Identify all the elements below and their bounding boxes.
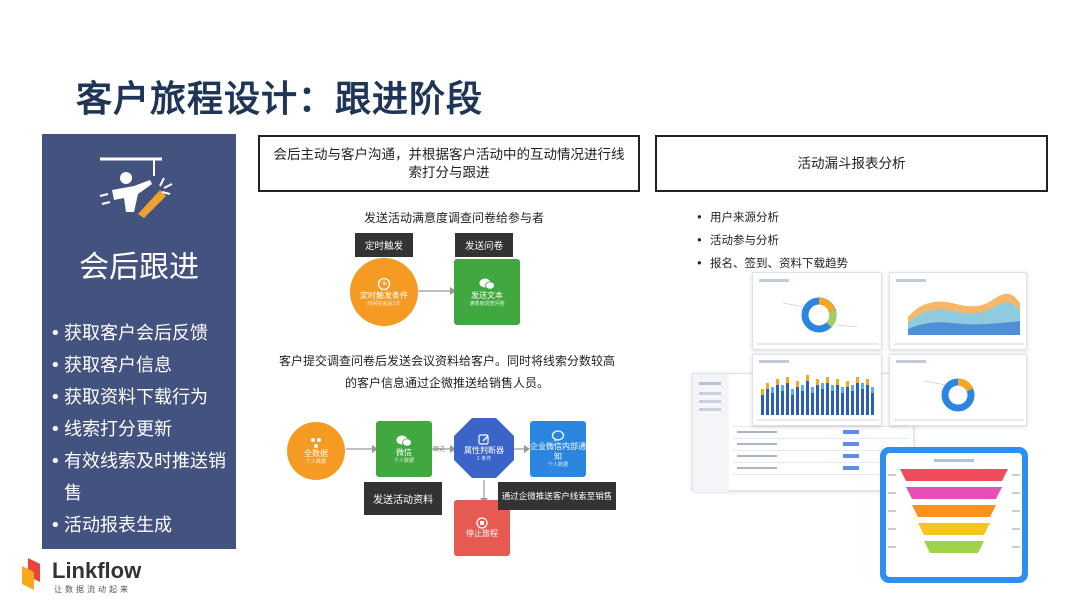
followup-description-box: 会后主动与客户沟通，并根据客户活动中的互动情况进行线索打分与跟进 <box>258 135 640 192</box>
bar-chart-screenshot <box>752 354 882 426</box>
flow1-trigger-node[interactable]: 定时触发条件 时间在会后2天 <box>350 258 418 326</box>
flow1-tag-trigger: 定时触发 <box>355 233 413 257</box>
flow1-arrow <box>418 287 456 295</box>
sidebar-heading: 会后跟进 <box>79 250 199 285</box>
funnel-chart-frame <box>880 447 1028 583</box>
chat-icon <box>551 429 565 441</box>
flow2-tag-wecom-push: 通过企微推送客户线索至销售 <box>498 482 616 510</box>
presenter-icon <box>94 156 184 228</box>
linkflow-logo-mark <box>22 558 40 590</box>
analysis-item: •用户来源分析 <box>696 210 779 224</box>
sidebar-panel: 会后跟进 •获取客户会后反馈 •获取客户信息 •获取资料下载行为 •线索打分更新… <box>42 134 236 549</box>
funnel-chart <box>886 453 1022 577</box>
wechat-icon <box>479 278 495 289</box>
flow-description: 客户提交调查问卷后发送会议资料给客户。同时将线索分数较高 的客户信息通过企微推送… <box>278 354 615 390</box>
nodes-icon <box>311 437 321 448</box>
funnel-report-box: 活动漏斗报表分析 <box>655 135 1048 192</box>
clock-icon <box>377 277 391 290</box>
flow2-wechat-node[interactable]: 微信 个人数据 <box>376 421 432 477</box>
sidebar-list: •获取客户会后反馈 •获取客户信息 •获取资料下载行为 •线索打分更新 •有效线… <box>50 318 234 542</box>
wechat-icon <box>396 435 412 446</box>
sidebar-item: •获取客户信息 <box>50 355 172 376</box>
linkflow-logo: Linkflow 让数据流动起来 <box>16 556 166 600</box>
donut-screenshot-2 <box>889 354 1027 426</box>
analysis-list: •用户来源分析 •活动参与分析 •报名、签到、资料下载趋势 <box>696 206 848 275</box>
sidebar-item-continuation: 售 <box>64 483 82 504</box>
flow1-subtitle: 发送活动满意度调查问卷给参与者 <box>364 211 545 225</box>
sidebar-item: •有效线索及时推送销 <box>50 451 226 472</box>
flow2-wecom-notify-node[interactable]: 企业微信内部通知 个人数据 <box>530 421 586 477</box>
flow2-edge-label: 跟进 <box>433 446 446 453</box>
sidebar-item: •活动报表生成 <box>50 515 172 536</box>
edit-icon <box>478 433 489 445</box>
analysis-item: •活动参与分析 <box>696 233 779 247</box>
flow2-tag-send-material: 发送活动资料 <box>364 482 442 515</box>
stop-icon <box>476 517 488 529</box>
flow1-tag-send: 发送问卷 <box>455 233 513 257</box>
area-chart-screenshot <box>889 272 1027 350</box>
donut-screenshot-1 <box>752 272 882 350</box>
flow2-condition-node[interactable]: 属性判断器 1 条件 <box>454 418 514 478</box>
sidebar-item: •获取资料下载行为 <box>50 387 208 408</box>
sidebar-item: •获取客户会后反馈 <box>50 323 208 344</box>
sidebar-item: •线索打分更新 <box>50 419 172 440</box>
flow2-all-data-node[interactable]: 全数据 个人数据 <box>287 422 345 480</box>
flow1-send-node[interactable]: 发送文本 满意度调查问卷 <box>454 259 520 325</box>
slide-title: 客户旅程设计：跟进阶段 <box>76 79 484 120</box>
analysis-item: •报名、签到、资料下载趋势 <box>696 256 848 270</box>
